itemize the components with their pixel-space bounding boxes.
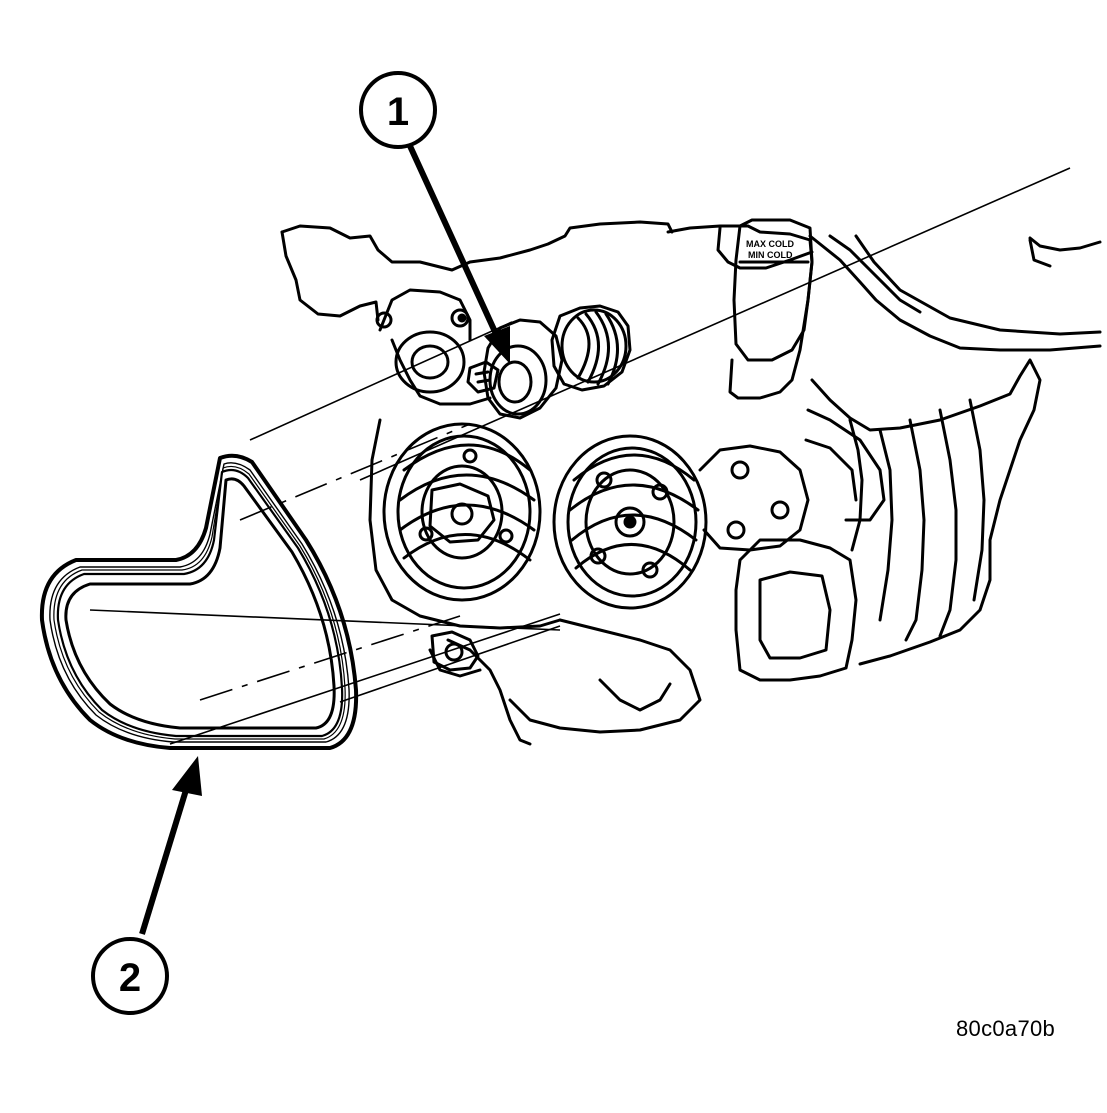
- leader-arrow-1: [407, 144, 510, 364]
- oil-filter-label-max: MAX COLD: [746, 239, 794, 249]
- callout-2: 2: [91, 937, 169, 1015]
- callout-1-number: 1: [387, 90, 409, 134]
- idler-pulley: [550, 304, 632, 392]
- crankshaft-pulley: [382, 422, 542, 602]
- oil-filter: MAX COLD MIN COLD: [732, 218, 814, 362]
- figure-id: 80c0a70b: [956, 1016, 1056, 1041]
- oil-filter-label-min: MIN COLD: [748, 250, 793, 260]
- belt-tensioner: [375, 288, 564, 420]
- callout-2-number: 2: [119, 956, 141, 1000]
- engine-block: [280, 220, 1102, 746]
- projection-lines: [89, 167, 1071, 745]
- callout-1: 1: [359, 71, 437, 149]
- water-pump-pulley: [552, 408, 886, 610]
- drive-belt: [39, 453, 359, 750]
- leader-arrow-2: [139, 756, 202, 935]
